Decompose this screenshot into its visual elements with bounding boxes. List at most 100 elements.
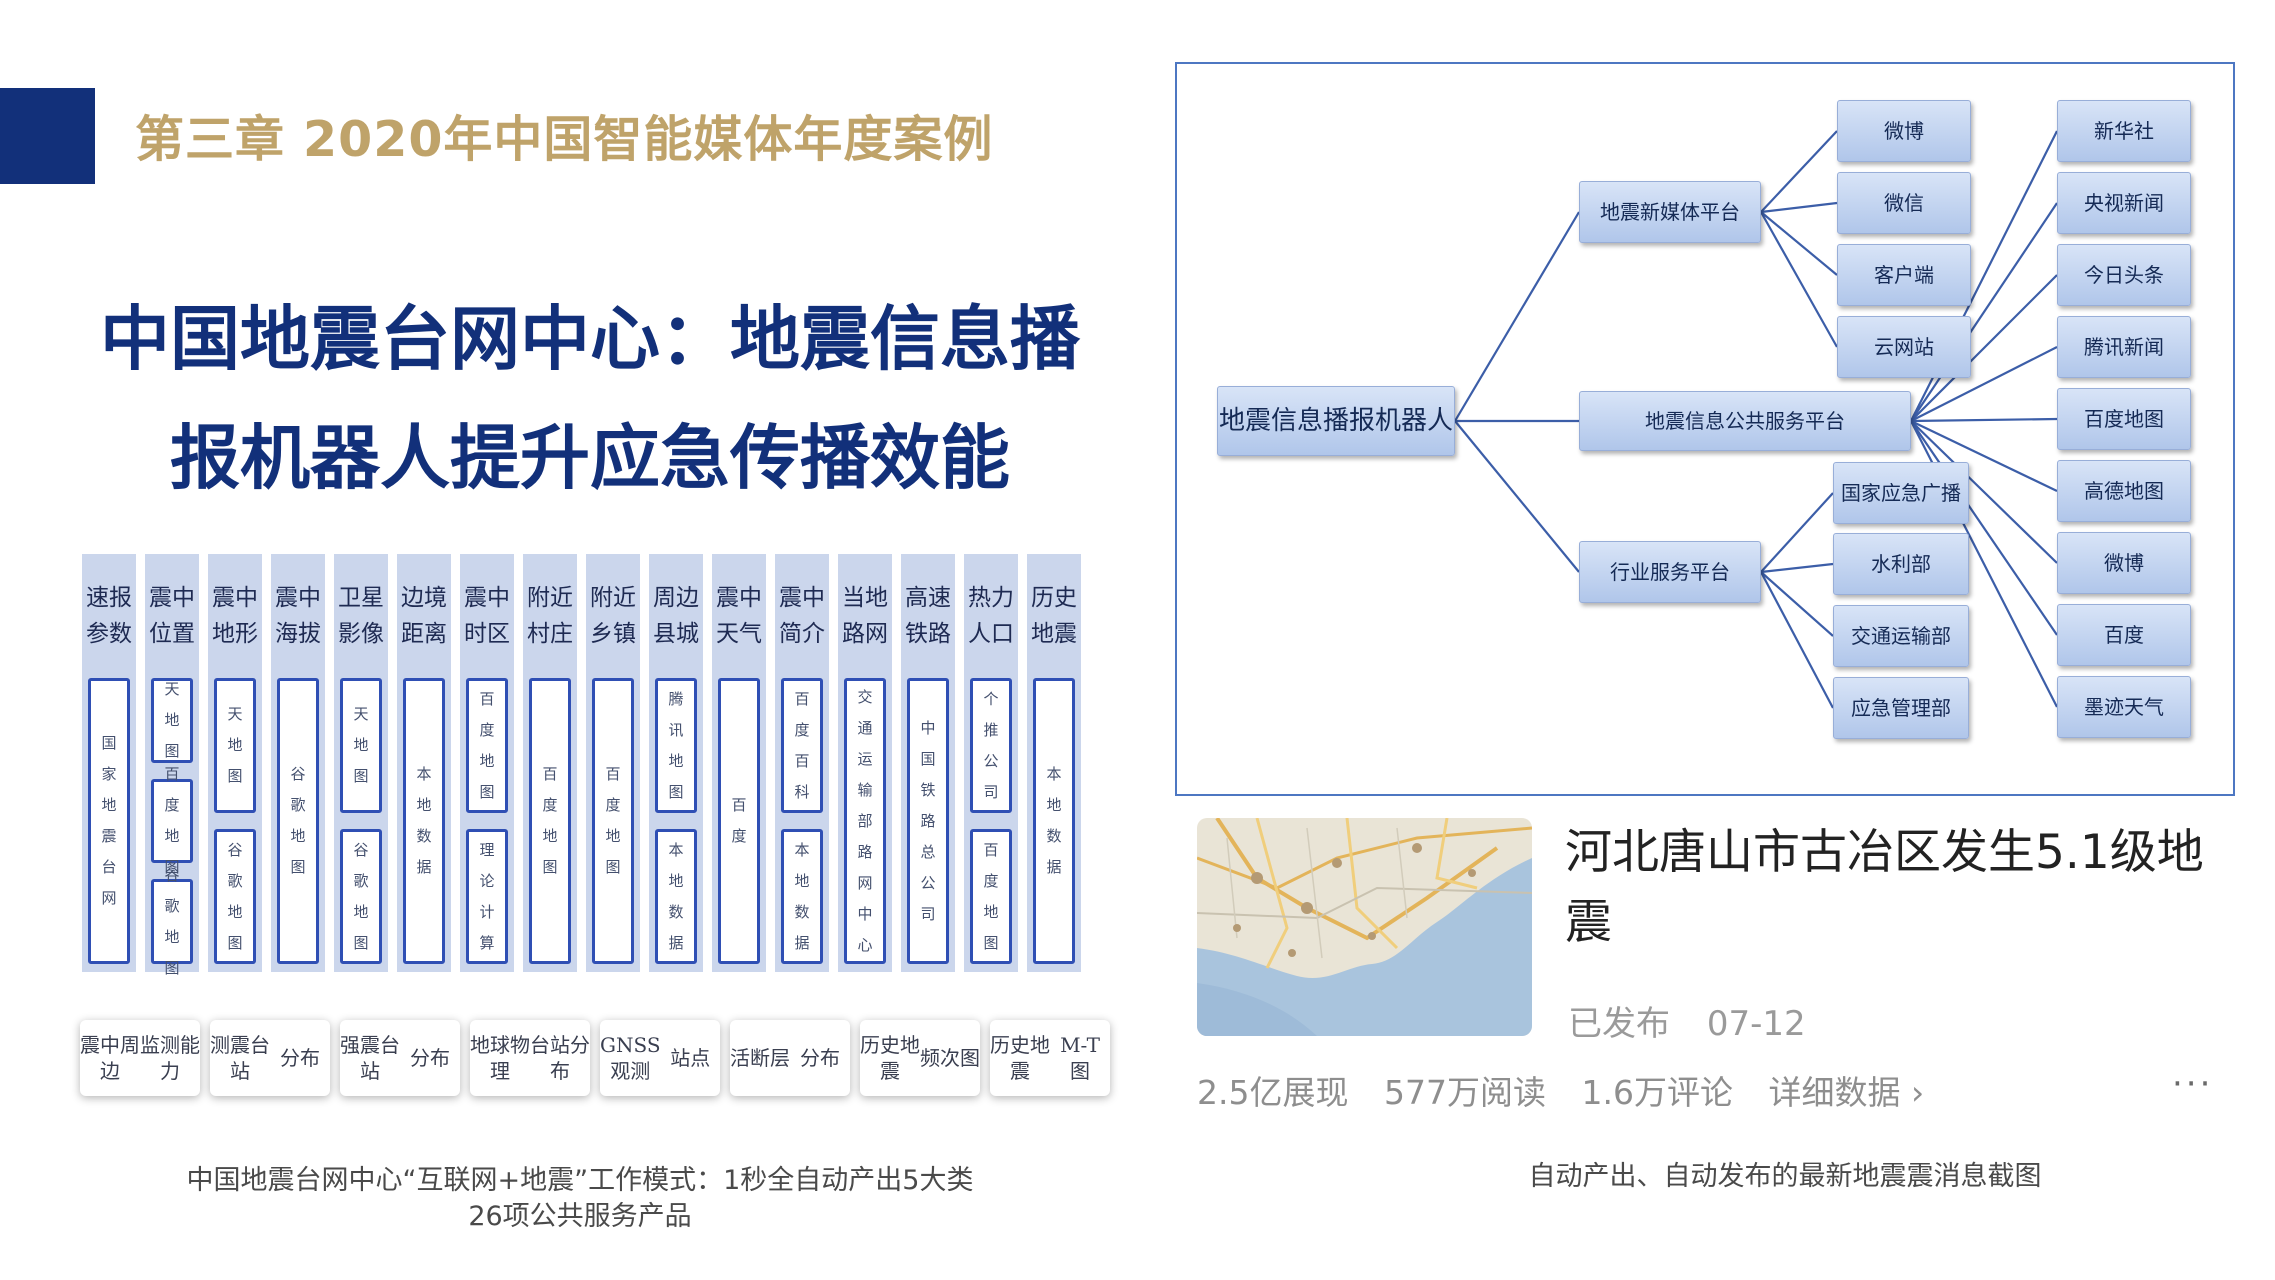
data-source-label: 百度地图 <box>542 765 558 876</box>
industry-channel-node: 国家应急广播 <box>1833 462 1969 524</box>
product-chip-label: 分布 <box>410 1046 450 1070</box>
data-source-box: 百度地图 <box>970 829 1012 964</box>
industry-channel-node: 交通运输部 <box>1833 605 1969 667</box>
connector-line <box>1760 571 1834 709</box>
product-chip-label: GNSS 观测 <box>600 1033 661 1083</box>
data-source-label: 谷歌地图 <box>290 765 306 876</box>
services-caption-line-1: 中国地震台网中心“互联网+地震”工作模式：1秒全自动产出5大类 <box>186 1165 974 1196</box>
data-source-label: 谷歌地图 <box>164 865 180 977</box>
service-column: 热力人口个推公司百度地图 <box>964 554 1018 972</box>
product-chip-label: 历史地震 <box>990 1033 1050 1083</box>
data-source-box: 理论计算 <box>466 829 508 964</box>
data-source-label: 百度地图 <box>983 840 999 952</box>
connector-line <box>1454 420 1580 573</box>
data-source-label: 谷歌地图 <box>227 840 243 952</box>
service-column-header: 历史地震 <box>1027 580 1081 652</box>
service-column: 周边县城腾讯地图本地数据 <box>649 554 703 972</box>
news-caption: 自动产出、自动发布的最新地震震消息截图 <box>1528 1161 2042 1192</box>
service-column: 边境距离本地数据 <box>397 554 451 972</box>
product-chip-label: 频次图 <box>920 1046 980 1070</box>
header-accent-block <box>0 88 95 184</box>
data-source-label: 百度地图 <box>164 764 180 876</box>
data-source-box: 本地数据 <box>655 829 697 964</box>
product-chip-label: 站点 <box>670 1046 711 1070</box>
service-header-line: 周边 <box>653 585 699 611</box>
service-header-line: 村庄 <box>527 621 573 647</box>
product-chip-label: 分布 <box>280 1046 320 1070</box>
service-column-header: 卫星影像 <box>334 580 388 652</box>
service-column: 附近村庄百度地图 <box>523 554 577 972</box>
product-chip: 地球物理台站分布 <box>470 1020 590 1096</box>
data-source-label: 本地数据 <box>668 840 684 952</box>
public-outlet-node: 央视新闻 <box>2057 172 2191 234</box>
service-header-line: 天气 <box>716 621 762 647</box>
product-chip-label: 测震台站 <box>210 1033 270 1083</box>
product-chip: 强震台站分布 <box>340 1020 460 1096</box>
comments-stat: 1.6万评论 <box>1581 1073 1733 1112</box>
service-column-header: 当地路网 <box>838 580 892 652</box>
root-node-robot: 地震信息播报机器人 <box>1217 386 1455 456</box>
reads-stat: 577万阅读 <box>1383 1073 1546 1112</box>
service-header-line: 海拔 <box>275 621 321 647</box>
service-header-line: 距离 <box>401 621 447 647</box>
service-column-header: 边境距离 <box>397 580 451 652</box>
news-status-row: 已发布 07-12 <box>1568 996 1806 1045</box>
service-column: 当地路网交通运输部路网中心 <box>838 554 892 972</box>
more-options-icon[interactable]: ··· <box>2172 1064 2214 1104</box>
product-chip: 震中周边监测能力 <box>80 1020 200 1096</box>
service-header-line: 参数 <box>86 621 132 647</box>
data-source-label: 天地图 <box>164 679 180 760</box>
news-title[interactable]: 河北唐山市古冶区发生5.1级地震 <box>1565 825 2204 950</box>
product-chip-label: 强震台站 <box>340 1033 400 1083</box>
data-source-label: 百度 <box>731 796 747 845</box>
connector-line <box>1760 571 1834 637</box>
service-header-line: 热力 <box>968 585 1014 611</box>
data-source-box: 天地图 <box>151 678 193 763</box>
public-outlet-node: 今日头条 <box>2057 244 2191 306</box>
service-header-line: 地震 <box>1031 621 1077 647</box>
service-header-line: 影像 <box>338 621 384 647</box>
service-column-header: 震中地形 <box>208 580 262 652</box>
detail-data-link[interactable]: 详细数据 › <box>1768 1073 1925 1112</box>
newmedia-channel-node: 客户端 <box>1837 244 1971 306</box>
product-chip-label: 震中周边 <box>80 1033 140 1083</box>
newmedia-channel-node: 微博 <box>1837 100 1971 162</box>
product-chip: GNSS 观测站点 <box>600 1020 720 1096</box>
service-header-line: 铁路 <box>905 621 951 647</box>
public-outlet-node: 微博 <box>2057 532 2191 594</box>
map-thumbnail-icon[interactable] <box>1197 818 1532 1036</box>
data-source-box: 谷歌地图 <box>340 829 382 964</box>
service-header-line: 当地 <box>842 585 888 611</box>
data-source-box: 中国铁路总公司 <box>907 678 949 964</box>
connector-line <box>1910 420 2058 636</box>
data-source-box: 天地图 <box>340 678 382 813</box>
data-source-label: 国家地震台网 <box>101 734 117 907</box>
service-header-line: 附近 <box>590 585 636 611</box>
services-caption-line-2: 26项公共服务产品 <box>468 1201 692 1232</box>
data-source-label: 本地数据 <box>1046 765 1062 876</box>
data-source-box: 谷歌地图 <box>214 829 256 964</box>
news-stats-row: 2.5亿展现 577万阅读 1.6万评论 详细数据 › <box>1197 1066 1949 1114</box>
connector-line <box>1910 202 2058 422</box>
product-chip-label: 分布 <box>800 1046 840 1070</box>
service-column-header: 速报参数 <box>82 580 136 652</box>
data-source-box: 百度地图 <box>592 678 634 964</box>
connector-line <box>1454 211 1580 422</box>
product-chip: 活断层分布 <box>730 1020 850 1096</box>
main-title-line-2: 报机器人提升应急传播效能 <box>170 417 1010 499</box>
data-source-label: 中国铁路总公司 <box>920 718 936 923</box>
service-header-line: 震中 <box>464 585 510 611</box>
platform-node-public-service: 地震信息公共服务平台 <box>1579 391 1911 451</box>
data-source-box: 本地数据 <box>1033 678 1075 964</box>
data-source-label: 本地数据 <box>416 765 432 876</box>
public-outlet-node: 新华社 <box>2057 100 2191 162</box>
service-column-header: 热力人口 <box>964 580 1018 652</box>
service-column-header: 附近乡镇 <box>586 580 640 652</box>
platform-node-newmedia: 地震新媒体平台 <box>1579 181 1761 243</box>
public-outlet-node: 腾讯新闻 <box>2057 316 2191 378</box>
data-source-box: 天地图 <box>214 678 256 813</box>
service-column-header: 震中简介 <box>775 580 829 652</box>
service-header-line: 震中 <box>275 585 321 611</box>
newmedia-channel-node: 云网站 <box>1837 316 1971 378</box>
data-source-box: 百度地图 <box>466 678 508 813</box>
